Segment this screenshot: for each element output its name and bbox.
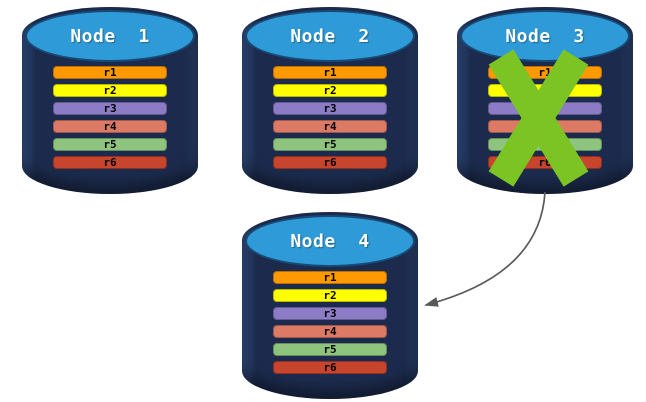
replica-bar-r1: r1 xyxy=(53,66,167,79)
replica-label: r4 xyxy=(323,325,337,338)
replica-label: r3 xyxy=(103,102,117,115)
replica-bar-r1: r1 xyxy=(273,271,387,284)
node-1: Node 1 r1 r2 r3 r4 r5 r6 xyxy=(22,7,198,194)
replica-bar-r4: r4 xyxy=(53,120,167,133)
cylinder-top-ellipse: Node 2 xyxy=(245,10,415,62)
replica-bar-r4: r4 xyxy=(273,325,387,338)
replica-bar-r5: r5 xyxy=(273,343,387,356)
replica-bar-r4: r4 xyxy=(273,120,387,133)
replica-label: r1 xyxy=(103,66,117,79)
replica-bar-r2: r2 xyxy=(53,84,167,97)
node-4: Node 4 r1 r2 r3 r4 r5 r6 xyxy=(242,212,418,399)
replica-label: r6 xyxy=(103,156,117,169)
replica-label: r6 xyxy=(323,156,337,169)
replica-bar-r2: r2 xyxy=(273,289,387,302)
replica-label: r5 xyxy=(323,138,337,151)
replica-label: r3 xyxy=(323,307,337,320)
cylinder-top-ellipse: Node 1 xyxy=(25,10,195,62)
replica-label: r2 xyxy=(323,84,337,97)
replica-bar-r1: r1 xyxy=(273,66,387,79)
replica-label: r4 xyxy=(103,120,117,133)
replica-bar-r2: r2 xyxy=(273,84,387,97)
node-label: Node 1 xyxy=(70,25,150,47)
replica-stack: r1 r2 r3 r4 r5 r6 xyxy=(273,66,387,169)
failure-cross-icon xyxy=(488,49,589,187)
replica-stack: r1 r2 r3 r4 r5 r6 xyxy=(53,66,167,169)
replica-label: r2 xyxy=(323,289,337,302)
replica-bar-r3: r3 xyxy=(53,102,167,115)
node-label: Node 4 xyxy=(290,230,370,252)
node-2: Node 2 r1 r2 r3 r4 r5 r6 xyxy=(242,7,418,194)
node-label: Node 2 xyxy=(290,25,370,47)
replica-label: r6 xyxy=(323,361,337,374)
replica-bar-r3: r3 xyxy=(273,307,387,320)
replica-bar-r5: r5 xyxy=(273,138,387,151)
replica-bar-r5: r5 xyxy=(53,138,167,151)
replica-label: r3 xyxy=(323,102,337,115)
replica-bar-r6: r6 xyxy=(273,361,387,374)
arrow-curve xyxy=(424,191,546,307)
replica-bar-r6: r6 xyxy=(53,156,167,169)
cylinder-top-ellipse: Node 4 xyxy=(245,215,415,267)
replica-label: r1 xyxy=(323,271,337,284)
node-label: Node 3 xyxy=(505,25,585,47)
replica-bar-r3: r3 xyxy=(273,102,387,115)
replica-label: r5 xyxy=(323,343,337,356)
replica-label: r1 xyxy=(323,66,337,79)
cylinder-top-ellipse: Node 3 xyxy=(460,10,630,62)
replica-label: r2 xyxy=(103,84,117,97)
replica-stack: r1 r2 r3 r4 r5 r6 xyxy=(273,271,387,374)
replica-label: r5 xyxy=(103,138,117,151)
replica-label: r4 xyxy=(323,120,337,133)
replica-bar-r6: r6 xyxy=(273,156,387,169)
